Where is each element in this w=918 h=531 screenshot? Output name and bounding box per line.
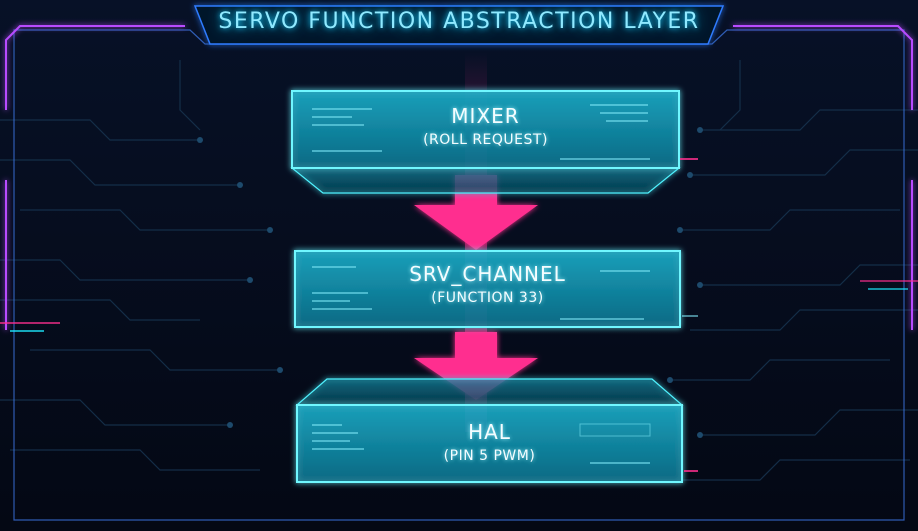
- layer-label-mixer: MIXER (ROLL REQUEST): [292, 104, 679, 148]
- layer-box-mixer: [290, 90, 681, 194]
- layer-label-srv-channel: SRV_CHANNEL (FUNCTION 33): [295, 262, 680, 306]
- hud-frame-pink-right: [733, 25, 913, 330]
- layer-subtitle: (FUNCTION 33): [431, 290, 544, 306]
- flow-arrow-1: [414, 175, 538, 250]
- glyph-decoration: [312, 104, 650, 160]
- flow-arrow-2: [414, 332, 538, 400]
- layer-name: MIXER: [451, 104, 520, 128]
- glitch-accents: [0, 158, 918, 472]
- circuit-nodes: [197, 127, 703, 438]
- layer-subtitle: (PIN 5 PWM): [443, 448, 536, 464]
- layer-box-srv-channel: [294, 250, 681, 328]
- circuit-traces: [0, 60, 918, 481]
- hud-frame-outer: [13, 29, 905, 521]
- layer-label-hal: HAL (PIN 5 PWM): [297, 420, 682, 464]
- title-plate: [193, 5, 725, 45]
- diagram-title: SERVO FUNCTION ABSTRACTION LAYER: [218, 9, 700, 34]
- layer-name: SRV_CHANNEL: [409, 262, 566, 286]
- glyph-decoration: [312, 423, 651, 464]
- layer-name: HAL: [468, 420, 511, 444]
- glyph-decoration: [312, 266, 698, 320]
- layer-subtitle: (ROLL REQUEST): [423, 132, 548, 148]
- layer-box-hal: [295, 378, 684, 483]
- hud-frame-pink-left: [5, 25, 185, 330]
